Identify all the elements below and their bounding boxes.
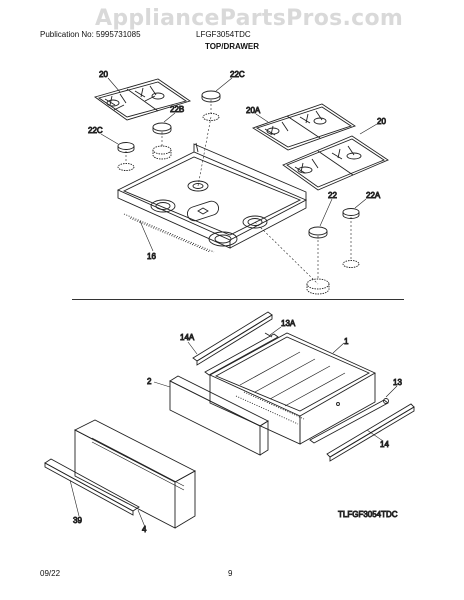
grate-20-right — [282, 135, 389, 191]
section-divider — [72, 299, 404, 300]
page-number: 9 — [228, 569, 233, 578]
callout-22: 22 — [328, 191, 337, 200]
grate-left — [93, 78, 192, 121]
drawer-front-panel — [169, 375, 269, 456]
slide-rail-13a — [204, 332, 279, 376]
callout-20a: 20A — [246, 106, 261, 115]
watermark: AppliancePartsPros.com — [95, 6, 404, 31]
grate-20a — [251, 103, 356, 151]
publication-number: Publication No: 5995731085 — [40, 30, 141, 39]
trim-strip — [44, 458, 140, 516]
drawer-front — [74, 419, 196, 529]
drawer-leaders — [69, 326, 398, 528]
slide-rail-13 — [309, 398, 389, 444]
drawer-body — [208, 332, 376, 445]
page-title: TOP/DRAWER — [204, 42, 260, 51]
footer-date: 09/22 — [40, 569, 61, 578]
callout-13: 13 — [393, 378, 402, 387]
diagram-id: TLFGF3054TDC — [338, 510, 398, 519]
callout-2: 2 — [147, 377, 152, 386]
slide-rail-14 — [326, 403, 415, 462]
model-number: LFGF3054TDC — [196, 30, 251, 39]
callout-20: 20 — [99, 70, 108, 79]
callout-22a: 22A — [366, 191, 381, 200]
callout-16: 16 — [147, 252, 156, 261]
callout-20-right: 20 — [377, 117, 386, 126]
guide-lines — [125, 100, 352, 285]
cooktop — [116, 142, 308, 253]
burner-cap-22c — [117, 142, 135, 171]
callout-22c-top: 22C — [230, 70, 245, 79]
callout-14: 14 — [380, 440, 389, 449]
callout-14a: 14A — [180, 333, 195, 342]
callout-39: 39 — [73, 516, 82, 525]
callout-1: 1 — [344, 337, 349, 346]
slide-rail-14a — [192, 311, 273, 366]
top-leaders — [100, 77, 378, 252]
burner-cap-22a — [342, 208, 360, 268]
callout-22b: 22B — [170, 105, 184, 114]
callout-13a: 13A — [281, 319, 296, 328]
callout-22c-left: 22C — [88, 126, 103, 135]
callout-4: 4 — [142, 525, 147, 534]
